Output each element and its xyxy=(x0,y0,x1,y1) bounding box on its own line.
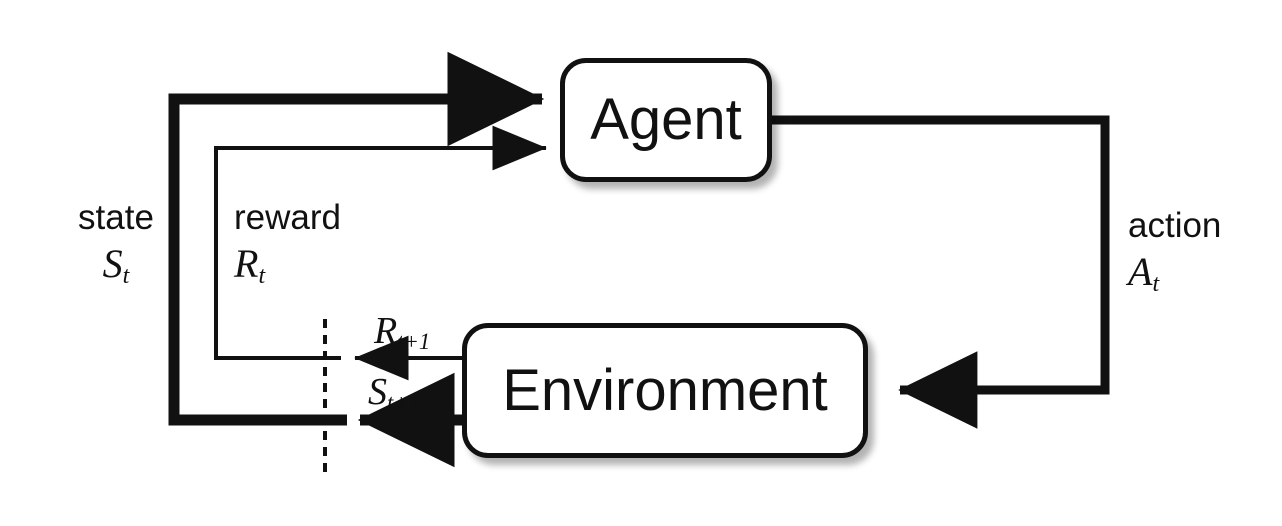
node-environment[interactable]: Environment xyxy=(462,323,868,458)
edge-label-action-word: action xyxy=(1128,206,1222,245)
edge-label-reward-symbol: Rt xyxy=(234,240,374,289)
edge-label-action: action At xyxy=(1128,206,1248,297)
edge-label-state-symbol-base: S xyxy=(102,240,123,286)
edge-label-state-symbol: St xyxy=(66,240,166,289)
edge-label-action-symbol: At xyxy=(1128,248,1248,297)
edge-label-state: state St xyxy=(66,198,166,289)
edge-label-state-next: St+1 xyxy=(368,371,420,414)
edge-label-reward-next-subscript: t+1 xyxy=(397,328,431,354)
edge-label-action-symbol-base: A xyxy=(1128,248,1153,294)
edge-label-state-next-subscript: t+1 xyxy=(387,389,421,415)
edge-label-reward-next-base: R xyxy=(374,310,398,352)
edge-label-reward: reward Rt xyxy=(234,198,374,289)
edge-label-state-word: state xyxy=(78,198,154,237)
node-agent-label: Agent xyxy=(590,87,742,152)
edge-label-reward-symbol-subscript: t xyxy=(258,263,266,290)
edge-label-reward-next: Rt+1 xyxy=(374,310,430,353)
edge-label-state-next-base: S xyxy=(368,371,387,413)
edge-reward-path xyxy=(214,125,547,360)
node-environment-label: Environment xyxy=(502,357,828,423)
edge-label-action-symbol-subscript: t xyxy=(1152,271,1160,298)
edge-label-reward-word: reward xyxy=(234,198,341,237)
edge-label-reward-symbol-base: R xyxy=(234,240,259,286)
edge-label-state-symbol-subscript: t xyxy=(122,263,130,290)
edge-state-path xyxy=(168,51,545,426)
node-agent[interactable]: Agent xyxy=(560,58,772,182)
edge-action-path xyxy=(772,115,1110,429)
